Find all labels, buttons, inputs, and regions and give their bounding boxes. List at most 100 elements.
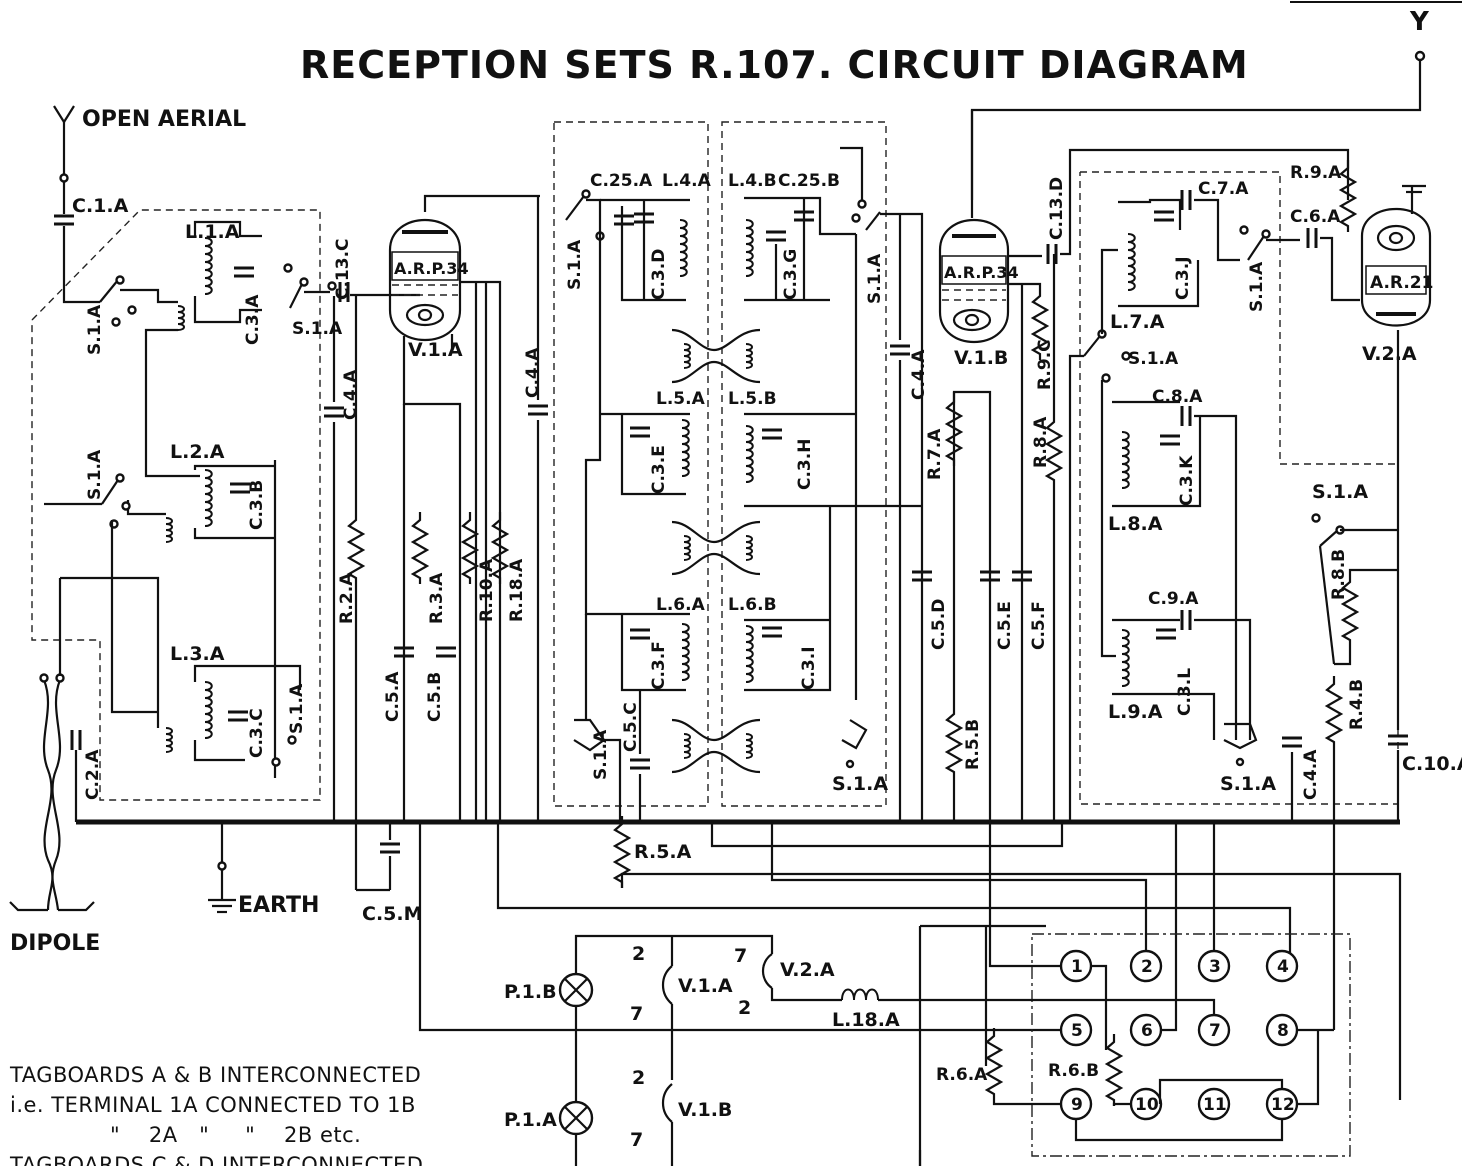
s1a-label-3: S.1.A <box>85 449 105 500</box>
terminal-7: 7 <box>1197 1013 1231 1047</box>
r5b-label: R.5.B <box>963 719 983 770</box>
svg-text:4: 4 <box>1277 957 1289 977</box>
v1b-heater-label: V.1.B <box>678 1099 732 1121</box>
r8b-label: R.8.B <box>1329 549 1349 600</box>
c7a-label: C.7.A <box>1198 179 1249 199</box>
open-aerial-symbol <box>53 105 75 183</box>
c3b-label: C.3.B <box>247 480 267 530</box>
r5a-label: R.5.A <box>634 841 692 863</box>
r2a-label: R.2.A <box>337 572 357 624</box>
terminal-2: 2 <box>1129 949 1163 983</box>
c25a-label: C.25.A <box>590 171 653 191</box>
svg-text:6: 6 <box>1141 1021 1153 1041</box>
terminal-9: 9 <box>1059 1087 1093 1121</box>
open-aerial-label: OPEN AERIAL <box>82 107 246 132</box>
svg-text:5: 5 <box>1071 1021 1083 1041</box>
valve-v2a <box>1360 207 1432 327</box>
pilot-lamp-p1b-icon <box>558 972 594 1008</box>
c2a-label: C.2.A <box>83 749 103 800</box>
c3a-label: C.3.A <box>243 294 263 345</box>
c10a-label: C.10.A <box>1402 753 1462 775</box>
terminal-5: 5 <box>1059 1013 1093 1047</box>
svg-text:9: 9 <box>1071 1095 1083 1115</box>
note-line-1: TAGBOARDS A & B INTERCONNECTED <box>9 1063 421 1087</box>
c3h-label: C.3.H <box>795 439 815 490</box>
r4b-label: R.4.B <box>1347 679 1367 730</box>
r8a-label: R.8.A <box>1031 416 1051 468</box>
v1b-label: V.1.B <box>954 347 1008 369</box>
c3g-label: C.3.G <box>781 249 801 300</box>
terminal-8: 8 <box>1265 1013 1299 1047</box>
l5a-label: L.5.A <box>656 389 706 409</box>
c3k-label: C.3.K <box>1177 455 1197 506</box>
l6b-label: L.6.B <box>728 595 777 615</box>
r18a-label: R.18.A <box>507 558 527 622</box>
terminal-1: 1 <box>1059 949 1093 983</box>
l6a-label: L.6.A <box>656 595 706 615</box>
c3i-label: C.3.I <box>799 646 819 690</box>
s1a-label-9: S.1.A <box>1128 349 1179 369</box>
y-terminal-label: Y <box>1409 7 1430 37</box>
c6a-label: C.6.A <box>1290 207 1341 227</box>
arp34-label-2: A.R.P.34 <box>944 263 1019 282</box>
c5e-label: C.5.E <box>995 601 1015 650</box>
valve-v1b <box>938 219 1010 343</box>
terminal-4: 4 <box>1265 949 1299 983</box>
l5b-label: L.5.B <box>728 389 777 409</box>
c5b-label: C.5.B <box>425 672 445 722</box>
c8a-label: C.8.A <box>1152 387 1203 407</box>
c5c-label: C.5.C <box>621 702 641 752</box>
svg-text:10: 10 <box>1135 1095 1159 1115</box>
s1a-label-2: S.1.A <box>292 319 343 339</box>
arp34-label-1: A.R.P.34 <box>394 259 469 278</box>
earth-ground-icon <box>208 898 236 914</box>
l4b-label: L.4.B <box>728 171 777 191</box>
svg-text:12: 12 <box>1271 1095 1295 1115</box>
l9a-label: L.9.A <box>1108 701 1163 723</box>
earth-label: EARTH <box>238 893 319 918</box>
c13d-label: C.13.D <box>1047 177 1067 240</box>
s1a-label-10: S.1.A <box>1247 261 1267 312</box>
s1a-label-6: S.1.A <box>865 253 885 304</box>
pin2-label-3: 2 <box>738 997 751 1019</box>
svg-text:11: 11 <box>1203 1095 1227 1115</box>
c1a-label: C.1.A <box>72 195 129 217</box>
note-line-3: " 2A " " 2B etc. <box>110 1123 361 1147</box>
pin7-label-1: 7 <box>630 1003 643 1025</box>
c9a-label: C.9.A <box>1148 589 1199 609</box>
terminal-3: 3 <box>1197 949 1231 983</box>
c25b-label: C.25.B <box>778 171 840 191</box>
v2a-label: V.2.A <box>1362 343 1417 365</box>
c5m-label: C.5.M <box>362 903 423 925</box>
svg-text:1: 1 <box>1071 957 1083 977</box>
l4a-label: L.4.A <box>662 171 712 191</box>
svg-text:3: 3 <box>1209 957 1221 977</box>
c5f-label: C.5.F <box>1029 601 1049 650</box>
c3f-label: C.3.F <box>649 641 669 690</box>
r9a-label: R.9.A <box>1290 163 1342 183</box>
r10a-label: R.10.A <box>477 558 497 622</box>
tagboard <box>1031 933 1351 1157</box>
p1b-label: P.1.B <box>504 981 557 1003</box>
coupling-coil-2 <box>671 520 761 576</box>
v1a-label: V.1.A <box>408 339 463 361</box>
terminal-12: 12 <box>1265 1087 1299 1121</box>
pin2-label-2: 2 <box>632 1067 645 1089</box>
c3d-label: C.3.D <box>649 249 669 300</box>
terminal-10: 10 <box>1129 1087 1163 1121</box>
s1a-label-12: S.1.A <box>1312 481 1368 503</box>
l8a-label: L.8.A <box>1108 513 1163 535</box>
svg-text:2: 2 <box>1141 957 1153 977</box>
ar21-label: A.R.21 <box>1370 273 1433 293</box>
v2a-heater-label: V.2.A <box>780 959 835 981</box>
c5d-label: C.5.D <box>929 599 949 650</box>
pilot-lamp-p1a-icon <box>558 1100 594 1136</box>
coupling-coil-1 <box>671 328 761 384</box>
svg-text:7: 7 <box>1209 1021 1221 1041</box>
p1a-label: P.1.A <box>504 1109 557 1131</box>
r7a-label: R.7.A <box>925 428 945 480</box>
s1a-label-5: S.1.A <box>565 239 585 290</box>
pin7-label-3: 7 <box>734 945 747 967</box>
note-line-4: TAGBOARDS C & D INTERCONNECTED <box>9 1153 423 1166</box>
